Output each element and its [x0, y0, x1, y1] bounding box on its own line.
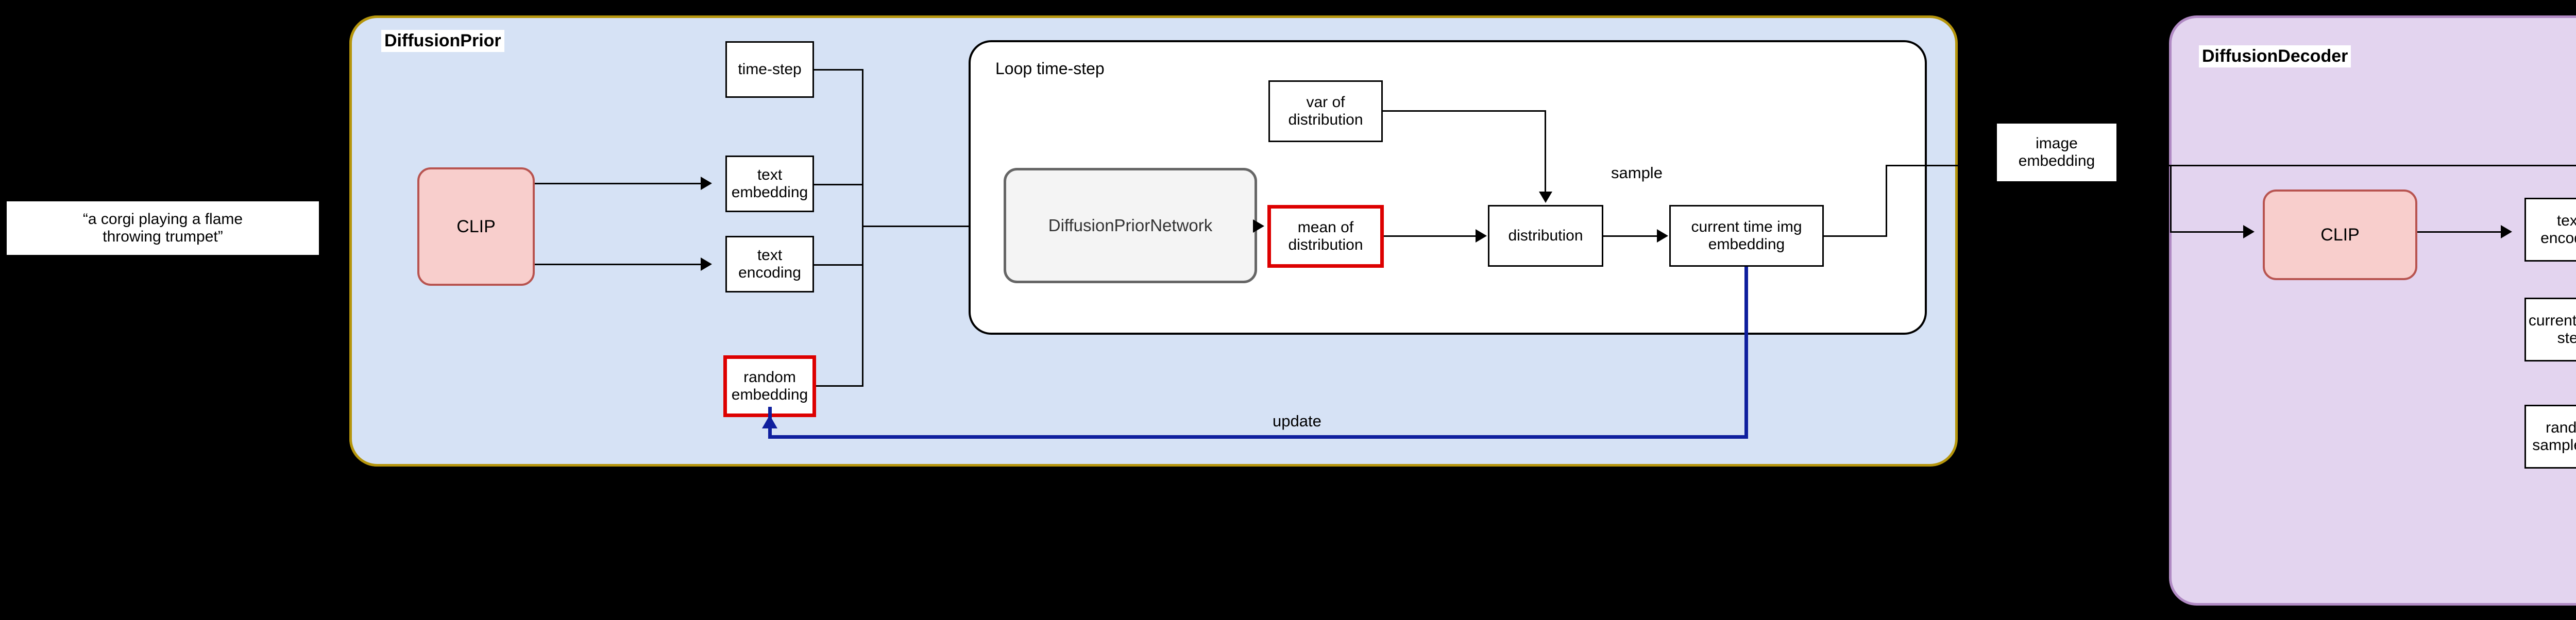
prior-update-line-v — [1744, 267, 1748, 439]
diffusion-decoder-container — [2169, 15, 2576, 606]
arrow-prior-update — [762, 415, 777, 428]
connector-var-elbow-h — [1383, 110, 1546, 112]
arrow-prior-clip-to-text-embedding — [701, 177, 712, 190]
prior-clip-box: CLIP — [417, 167, 535, 286]
decoder-input-current-time-step: current time- step — [2524, 298, 2576, 361]
arrow-prior-clip-to-text-encoding — [701, 257, 712, 271]
bus-text-encoding — [814, 264, 863, 266]
arrow-decoder-clip-to-text-encoding — [2501, 225, 2512, 238]
decoder-input-random-sample-img: random sample img — [2524, 405, 2576, 469]
bus-time-step — [814, 69, 863, 71]
connector-bridge-to-clip — [2170, 231, 2243, 233]
arrow-mean-to-distribution — [1476, 229, 1487, 243]
prior-sample-label: sample — [1611, 164, 1663, 182]
prior-input-text-encoding: text encoding — [725, 236, 814, 292]
connector-output-to-bridge-h2 — [1886, 165, 1963, 166]
connector-var-elbow-v — [1545, 110, 1546, 192]
decoder-clip-box: CLIP — [2263, 190, 2417, 280]
prior-input-time-step: time-step — [725, 41, 814, 98]
prior-var-of-distribution: var of distribution — [1268, 80, 1383, 142]
connector-mean-to-distribution — [1384, 235, 1476, 237]
prior-loop-title: Loop time-step — [995, 59, 1105, 78]
arrow-bridge-to-decoder-clip — [2243, 225, 2255, 238]
connector-bridge-into-decoder — [2120, 165, 2576, 166]
connector-prior-clip-to-text-encoding — [535, 264, 701, 265]
prior-current-time-img-embedding: current time img embedding — [1669, 205, 1824, 267]
arrow-var-to-distribution — [1539, 192, 1552, 203]
connector-distribution-to-output — [1603, 235, 1657, 237]
diffusion-decoder-title: DiffusionDecoder — [2199, 45, 2351, 67]
bus-text-embedding — [814, 184, 863, 185]
prior-input-text-embedding: text embedding — [725, 156, 814, 212]
prior-distribution-box: distribution — [1488, 205, 1603, 267]
decoder-input-text-encoding: text- encoding — [2524, 198, 2576, 262]
diffusion-prior-title: DiffusionPrior — [381, 30, 504, 52]
bus-to-network — [862, 226, 988, 227]
connector-bridge-down — [2170, 165, 2172, 233]
bus-vertical-merge — [862, 69, 863, 387]
connector-decoder-clip-to-text-encoding — [2417, 231, 2501, 233]
connector-prior-clip-to-text-embedding — [535, 183, 701, 184]
connector-output-to-bridge-v — [1886, 165, 1887, 237]
connector-output-to-bridge-h1 — [1824, 235, 1887, 237]
arrow-network-to-mean — [1253, 219, 1264, 233]
image-embedding-label: image embedding — [1997, 124, 2116, 181]
prior-mean-of-distribution: mean of distribution — [1267, 205, 1384, 268]
prior-update-label: update — [1273, 412, 1321, 430]
arrow-distribution-to-output — [1657, 229, 1668, 243]
input-prompt-box: “a corgi playing a flame throwing trumpe… — [5, 200, 320, 256]
bus-random-embedding — [816, 385, 863, 387]
prior-update-line-h — [768, 435, 1748, 439]
diffusion-prior-network-box: DiffusionPriorNetwork — [1004, 168, 1257, 283]
